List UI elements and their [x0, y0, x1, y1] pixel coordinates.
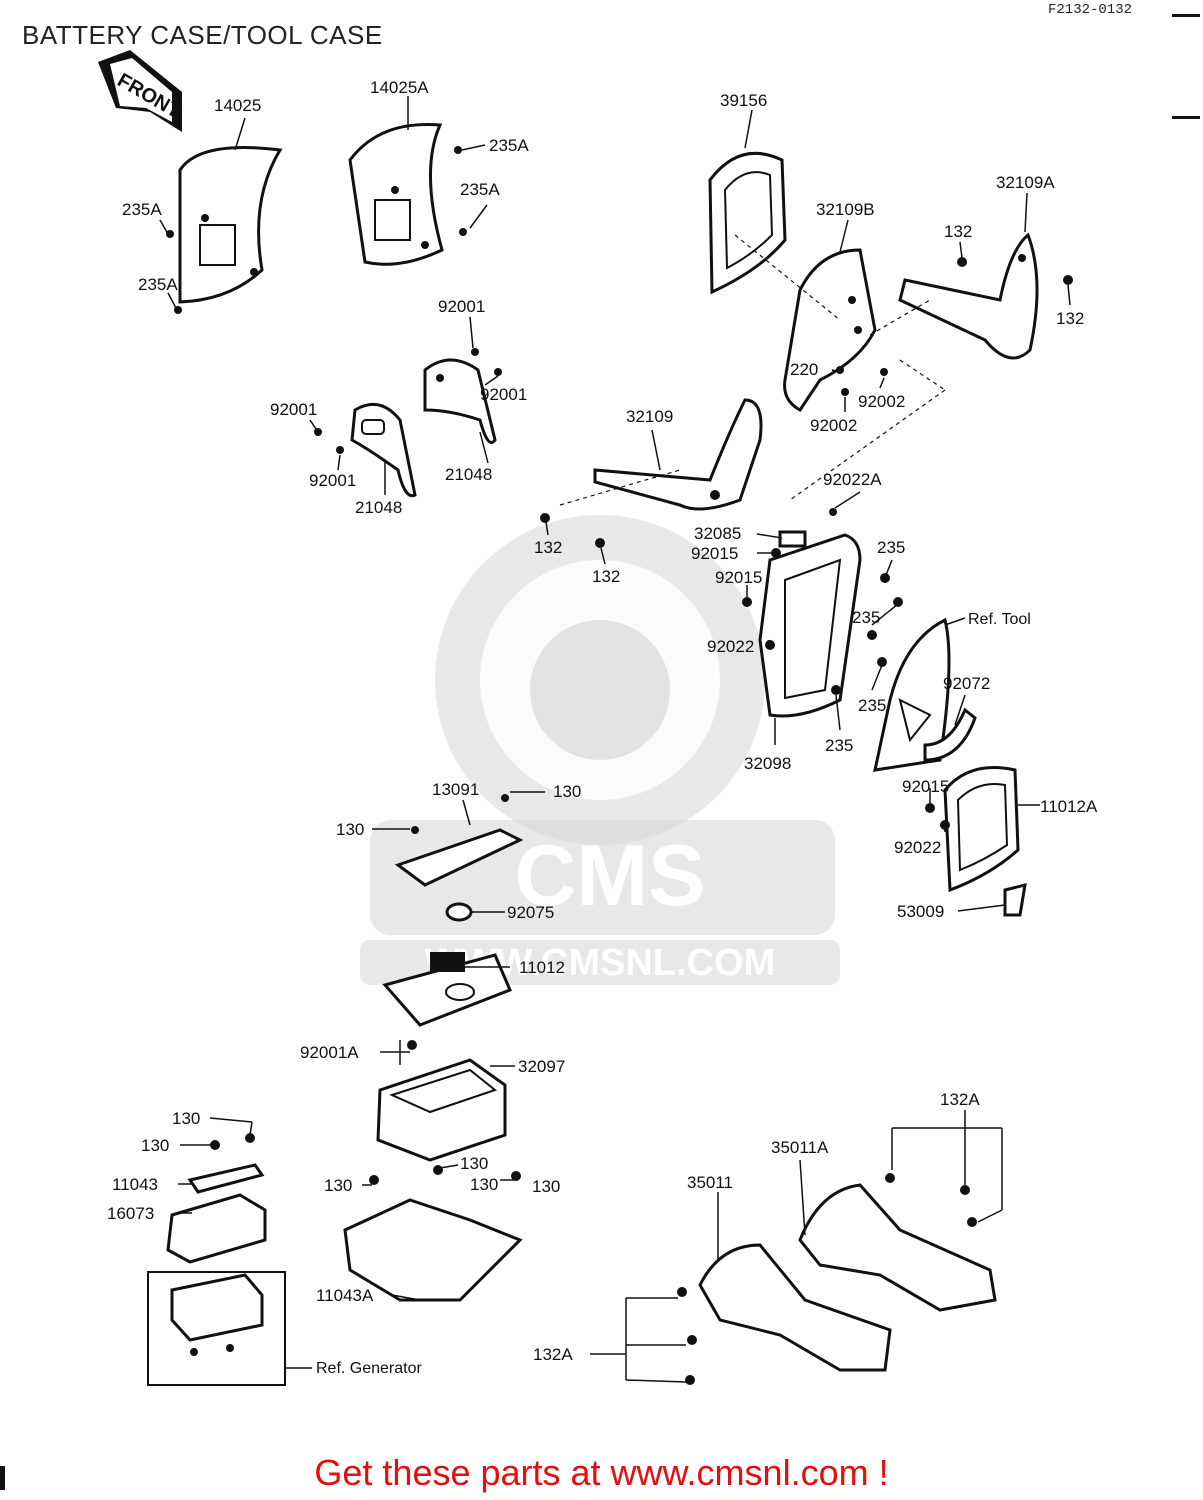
- label-92022-1: 92022: [707, 637, 754, 656]
- side-cover-14025: [178, 146, 283, 304]
- label-ref-generator: Ref. Generator: [316, 1360, 423, 1377]
- label-92015-2: 92015: [715, 568, 762, 587]
- cover-11012A: [943, 766, 1020, 893]
- label-32085: 32085: [694, 524, 741, 543]
- label-32109: 32109: [626, 407, 673, 426]
- label-130-4: 130: [141, 1136, 169, 1155]
- label-11012A: 11012A: [1040, 797, 1098, 816]
- label-132-3: 132: [534, 538, 562, 557]
- label-235A-3: 235A: [122, 200, 162, 219]
- bracket-35011A: [798, 1183, 997, 1312]
- alignment-lines: [559, 234, 946, 506]
- label-92001-4: 92001: [309, 471, 356, 490]
- bracket-32109B: [783, 248, 877, 412]
- leader-lines: [159, 96, 1071, 1383]
- label-21048-1: 21048: [445, 465, 492, 484]
- bracket-11043: [187, 1133, 265, 1194]
- battery-case-32097: [376, 1040, 507, 1162]
- label-32109A: 32109A: [996, 173, 1055, 192]
- bracket-21048-b: [423, 358, 497, 444]
- label-11012: 11012: [519, 958, 565, 977]
- ref-tool-pouch: [873, 617, 951, 772]
- label-92002-2: 92002: [810, 416, 857, 435]
- label-130-1: 130: [553, 782, 581, 801]
- label-53009: 53009: [897, 902, 944, 921]
- label-235-2: 235: [852, 608, 880, 627]
- label-130-3: 130: [172, 1109, 200, 1128]
- diagram-code: F2132-0132: [1048, 2, 1133, 18]
- label-35011: 35011: [687, 1173, 733, 1192]
- bracket-35011: [698, 1243, 892, 1372]
- grommet-92075: [445, 902, 473, 922]
- label-32098: 32098: [744, 754, 791, 773]
- bracket-32109: [593, 398, 763, 511]
- label-92001A: 92001A: [300, 1043, 359, 1062]
- watermark: CMS WWW.CMSNL.COM: [360, 515, 840, 985]
- bracket-32109A: [898, 232, 1039, 360]
- label-132A-1: 132A: [940, 1090, 980, 1109]
- label-92001-3: 92001: [270, 400, 317, 419]
- label-92022A: 92022A: [823, 470, 882, 489]
- label-235A-4: 235A: [138, 275, 178, 294]
- label-92075: 92075: [507, 903, 554, 922]
- front-arrow-icon: FRONT: [98, 50, 184, 132]
- label-235-4: 235: [825, 736, 853, 755]
- ref-generator-box: [147, 1271, 286, 1386]
- bolt-icons: [166, 146, 1073, 1385]
- label-132-4: 132: [592, 567, 620, 586]
- label-21048-2: 21048: [355, 498, 402, 517]
- label-92072: 92072: [943, 674, 990, 693]
- label-132A-2: 132A: [533, 1345, 573, 1364]
- label-ref-tool: Ref. Tool: [968, 611, 1031, 628]
- label-130-2: 130: [336, 820, 364, 839]
- label-92015-3: 92015: [902, 777, 949, 796]
- part-labels: 14025 14025A 235A 235A 235A 235A 39156 3…: [107, 78, 1098, 1377]
- corner-mark: [0, 1466, 5, 1490]
- label-235-3: 235: [858, 696, 886, 715]
- plate-13091: [394, 794, 524, 887]
- clip-53009: [1003, 882, 1027, 917]
- footer-promo: Get these parts at www.cmsnl.com !: [314, 1452, 889, 1493]
- cover-16073: [166, 1193, 267, 1264]
- parts-diagram: CMS WWW.CMSNL.COM FRONT: [98, 50, 1098, 1386]
- label-14025: 14025: [214, 96, 261, 115]
- edge-tick-mid: [1172, 116, 1200, 119]
- label-16073: 16073: [107, 1204, 154, 1223]
- label-130-8: 130: [532, 1177, 560, 1196]
- cover-11012: [382, 952, 512, 1027]
- label-132-2: 132: [1056, 309, 1084, 328]
- label-32097: 32097: [518, 1057, 565, 1076]
- label-14025A: 14025A: [370, 78, 429, 97]
- label-35011A: 35011A: [771, 1138, 829, 1157]
- label-235-1: 235: [877, 538, 905, 557]
- label-220: 220: [790, 360, 818, 379]
- label-92022-2: 92022: [894, 838, 941, 857]
- label-32109B: 32109B: [816, 200, 875, 219]
- edge-tick-top: [1172, 14, 1200, 17]
- label-235A-1: 235A: [489, 136, 529, 155]
- strap-92072: [923, 707, 977, 762]
- gasket-39156: [708, 151, 787, 295]
- label-11043: 11043: [112, 1175, 158, 1194]
- label-92015-1: 92015: [691, 544, 738, 563]
- label-132-1: 132: [944, 222, 972, 241]
- label-235A-2: 235A: [460, 180, 500, 199]
- label-130-6: 130: [324, 1176, 352, 1195]
- side-cover-14025A: [348, 122, 444, 266]
- bracket-11043A: [343, 1165, 523, 1302]
- bracket-21048-a: [350, 402, 417, 498]
- label-92002-1: 92002: [858, 392, 905, 411]
- watermark-brand: CMS: [514, 828, 705, 924]
- label-92001-1: 92001: [438, 297, 485, 316]
- label-39156: 39156: [720, 91, 767, 110]
- label-13091: 13091: [432, 780, 479, 799]
- tool-case-32098: [758, 530, 862, 718]
- label-11043A: 11043A: [316, 1286, 374, 1305]
- label-130-5: 130: [460, 1154, 488, 1173]
- label-92001-2: 92001: [480, 385, 527, 404]
- label-130-7: 130: [470, 1175, 498, 1194]
- page-title: BATTERY CASE/TOOL CASE: [22, 20, 383, 50]
